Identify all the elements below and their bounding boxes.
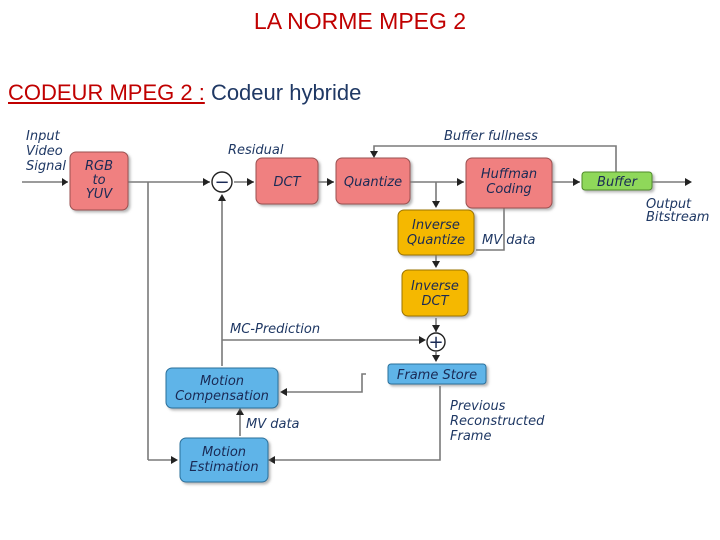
block-frame-store-text: Frame Store [397,368,477,383]
page-title: LA NORME MPEG 2 [253,8,467,34]
text-line: Inverse [411,279,459,294]
subtitle-suffix: Codeur hybride [210,80,362,105]
text-line: Motion [202,445,246,460]
label-mv-data-me: MV data [246,417,300,432]
text-line: Frame Store [397,368,477,383]
add-operator: + [426,332,446,353]
text-line: DCT [421,294,449,309]
text-line: Video [26,144,63,159]
arrow-into-quantize [327,178,334,186]
arrow-into-idct [432,261,440,268]
text-line: Signal [26,159,66,174]
arrow-output [685,178,692,186]
label-residual: Residual [228,143,284,158]
line-mv-data-to-huffman [476,198,505,251]
block-buffer-text: Buffer [597,175,639,190]
label-mc-prediction: MC-Prediction [230,322,320,337]
label-buffer-fullness: Buffer fullness [444,129,538,144]
text-line: Bitstream [646,210,709,225]
text-line: YUV [86,187,113,202]
arrowheads [62,151,692,464]
arrow-prev-into-me [268,456,275,464]
block-quantize: Quantize [335,157,411,205]
arrow-into-subtract [203,178,210,186]
text-line: Compensation [175,389,269,404]
arrow-into-buffer [573,178,580,186]
arrow-buffer-fullness [370,151,378,158]
text-line: Previous [450,399,506,414]
block-dct: DCT [255,157,319,205]
subtitle-prefix: CODEUR MPEG 2 : [8,80,205,105]
text-line: Output [646,197,692,212]
arrow-into-framestore [432,355,440,362]
arrow-into-add [432,325,440,332]
arrow-into-dct [247,178,254,186]
text-line: to [92,173,105,188]
arrow-into-rgb [62,178,68,186]
block-buffer: Buffer [581,171,653,191]
subtract-operator: − [211,171,233,193]
text-line: Input [26,129,61,144]
text-line: Buffer [597,175,639,190]
subtitle: CODEUR MPEG 2 : Codeur hybride [8,80,361,106]
arrow-mv-into-mc [236,408,244,415]
text-line: DCT [273,175,301,190]
add-symbol: + [428,332,443,353]
arrow-mc-prediction-to-add [419,336,426,344]
arrow-mc-into-subtract [218,194,226,201]
text-line: RGB [85,159,113,174]
text-line: Motion [200,374,244,389]
text-line: Estimation [189,460,258,475]
line-prev-frame-to-me [270,386,441,461]
text-line: Reconstructed [450,414,545,429]
arrow-into-me [171,456,178,464]
line-framestore-to-mc [282,373,366,393]
arrow-into-iq [432,201,440,208]
subtract-symbol: − [214,172,229,193]
text-line: Huffman [481,167,537,182]
block-dct-text: DCT [273,175,301,190]
text-line: Quantize [407,233,465,248]
arrow-into-huffman [457,178,464,186]
block-frame-store: Frame Store [387,363,487,385]
text-line: Frame [450,429,491,444]
connectors [22,145,690,461]
text-line: Quantize [344,175,402,190]
label-mv-data-huffman: MV data [482,233,536,248]
block-quantize-text: Quantize [344,175,402,190]
text-line: Coding [486,182,531,197]
arrow-into-mc [280,388,287,396]
text-line: Inverse [412,218,460,233]
